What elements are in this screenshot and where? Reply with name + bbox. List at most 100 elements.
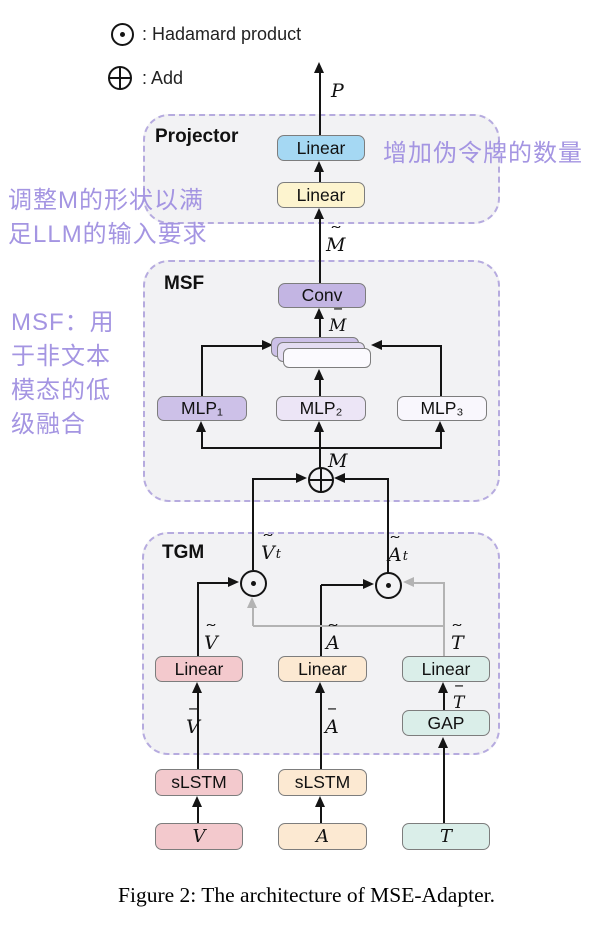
annotation-msf-line3: 模态的低 — [11, 377, 111, 404]
t-hadamard-gray-head — [403, 577, 414, 587]
input-v-label: V — [192, 826, 206, 847]
add-op — [308, 467, 334, 493]
mlp3-in-head — [435, 421, 445, 432]
add-right-vline — [387, 478, 389, 573]
tbar-line — [443, 692, 445, 711]
slstm-a-box: sLSTM — [278, 769, 367, 796]
arrow-mbar-head — [314, 308, 324, 319]
label-p: P — [331, 80, 344, 102]
mlp2-in-line — [319, 431, 321, 468]
arrow-linear-line — [319, 171, 321, 182]
mlp2-label: MLP₂ — [299, 398, 343, 418]
a-hadamard-hline — [321, 584, 364, 586]
tgm-linear-t-box: Linear — [402, 656, 490, 682]
conv-box: Conv — [278, 283, 366, 308]
vbar-head — [192, 682, 202, 693]
mlp1-label: MLP₁ — [181, 398, 223, 418]
input-v-box: V — [155, 823, 243, 850]
v-hadamard-hline — [197, 582, 231, 584]
label-m: M — [328, 450, 348, 472]
t-up-gray-line — [443, 583, 445, 656]
annotation-msf-line1: MSF：用 — [11, 309, 115, 336]
annotation-reshape-line1: 调整M的形状以满 — [8, 187, 204, 214]
mlp1-box: MLP₁ — [157, 396, 247, 421]
hadamard-op-right — [375, 572, 402, 599]
annotation-reshape-line2: 足LLM的输入要求 — [8, 221, 208, 248]
gap-label: GAP — [427, 712, 465, 733]
input-t-label: T — [439, 826, 452, 847]
mlp1-in-line — [201, 431, 203, 448]
label-m-tilde: ˜M — [326, 223, 346, 256]
mlp3-stack-head — [371, 340, 382, 350]
arrow-linear-head — [314, 161, 324, 172]
figure-caption: Figure 2: The architecture of MSE-Adapte… — [118, 883, 495, 907]
annotation-msf-line4: 级融合 — [11, 411, 86, 438]
add-right-hline — [341, 478, 388, 480]
tgm-linear-a-box: Linear — [278, 656, 367, 682]
conv-label: Conv — [301, 285, 343, 305]
a-up-line — [320, 585, 322, 656]
arrow-mbar-line — [319, 318, 321, 338]
input-t-box: T — [402, 823, 490, 850]
tgm-title: TGM — [162, 542, 205, 563]
label-a-tilde: ˜A — [326, 621, 340, 654]
mlp2-in-head — [314, 421, 324, 432]
mlp3-across-line — [381, 345, 441, 347]
add-left-head — [296, 473, 307, 483]
arrow-mtilde-head — [314, 208, 324, 219]
mlp3-in-line — [440, 431, 442, 448]
mlp2-up-line — [319, 379, 321, 397]
mlp1-up-line — [201, 345, 203, 397]
vbar-line — [197, 692, 199, 770]
v-up-line — [197, 583, 199, 656]
hadamard-op-left — [240, 570, 267, 597]
abar-line — [320, 692, 322, 770]
t-hadamard-gray-hline — [412, 582, 445, 584]
a-slstm-line — [320, 806, 322, 824]
linear-v-label: Linear — [174, 658, 224, 679]
slstm-a-label: sLSTM — [294, 772, 351, 792]
label-v-tilde: ˜V — [204, 621, 218, 654]
annotation-msf-line2: 于非文本 — [11, 343, 111, 370]
annotation-pseudo-tokens: 增加伪令牌的数量 — [383, 140, 583, 167]
t-branch-gray-hline — [253, 625, 445, 627]
v-slstm-head — [192, 796, 202, 807]
linear-a-label: Linear — [298, 658, 347, 679]
tgm-linear-v-box: Linear — [155, 656, 243, 682]
feature-stack-front — [283, 348, 371, 368]
mlp1-in-head — [196, 421, 206, 432]
linear-in-label: Linear — [296, 184, 346, 205]
v-hadamard-head — [228, 577, 239, 587]
input-a-label: A — [316, 826, 329, 847]
abar-head — [315, 682, 325, 693]
gap-box: GAP — [402, 710, 490, 736]
hadamard-icon — [111, 23, 134, 46]
a-slstm-head — [315, 796, 325, 807]
t-left-hadamard-gray-head — [247, 597, 257, 608]
t-branch-gray-vline — [252, 607, 254, 626]
slstm-v-box: sLSTM — [155, 769, 243, 796]
v-slstm-line — [197, 806, 199, 824]
mlp1-across-line — [202, 345, 263, 347]
msf-title: MSF — [164, 273, 205, 294]
t-gap-line — [443, 747, 445, 824]
a-hadamard-head — [363, 579, 374, 589]
projector-linear-in-box: Linear — [277, 182, 365, 208]
arrow-p-head — [314, 62, 324, 73]
mlp3-up-line — [440, 345, 442, 397]
slstm-v-label: sLSTM — [171, 772, 227, 792]
arrow-mtilde-line — [319, 218, 321, 283]
add-left-vline — [252, 478, 254, 570]
add-right-head — [334, 473, 345, 483]
add-icon — [108, 66, 132, 90]
input-a-box: A — [278, 823, 367, 850]
mlp1-stack-head — [262, 340, 273, 350]
projector-title: Projector — [155, 126, 239, 147]
